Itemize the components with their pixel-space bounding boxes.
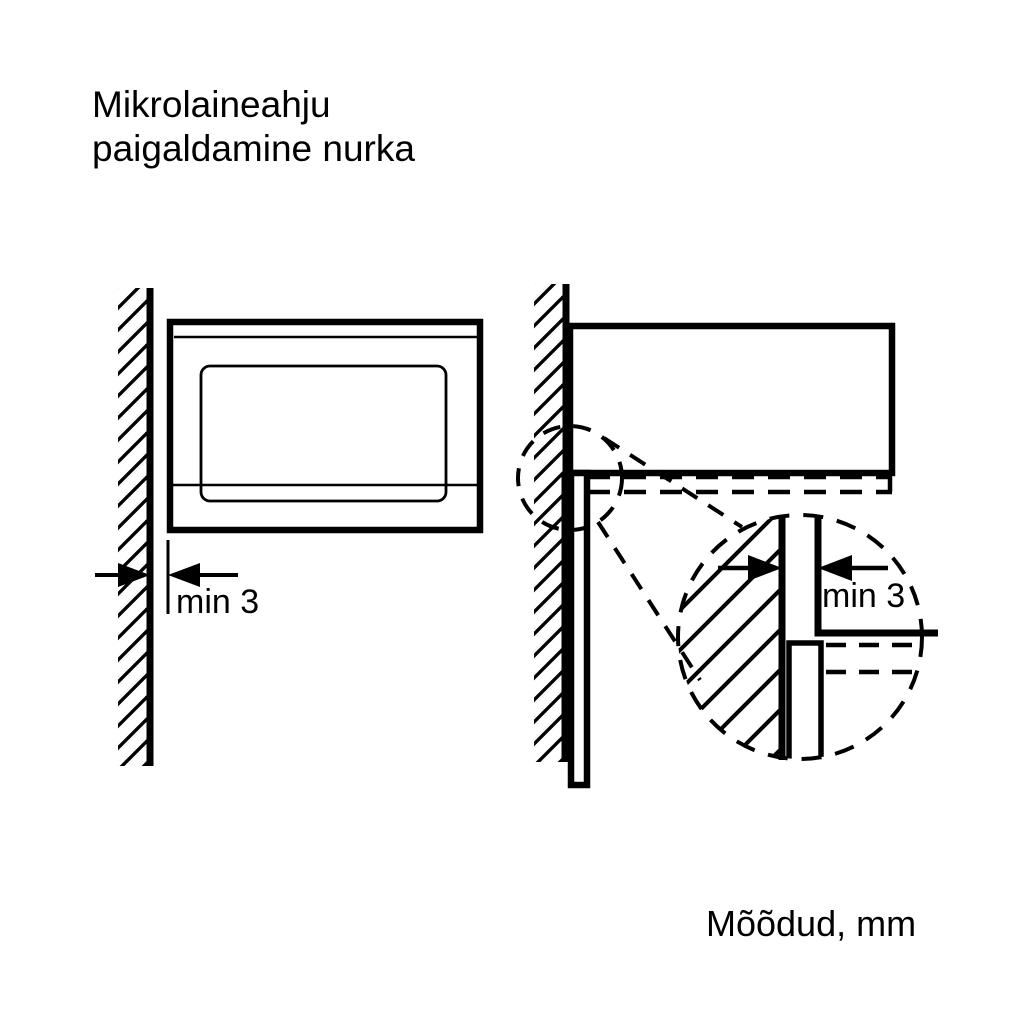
- detail-locator-circle: [516, 424, 624, 532]
- front-dimension-arrows: [95, 563, 238, 587]
- front-view-group: min 3: [95, 288, 484, 766]
- front-door-window: [199, 364, 448, 503]
- detail-leader-lines: [596, 436, 744, 682]
- top-view-group: min 3: [516, 284, 938, 789]
- detail-hidden-edge-lines: [826, 642, 922, 675]
- detail-open-door-panel: [786, 640, 824, 759]
- front-appliance-body: [166, 318, 484, 534]
- title-line-1: Mikrolaineahju: [92, 84, 331, 125]
- magnified-detail-circle-group: min 3: [676, 513, 938, 761]
- top-appliance-body: [566, 322, 896, 477]
- magnified-detail-circle-outline: [676, 513, 924, 761]
- front-dimension-label: min 3: [176, 583, 259, 621]
- detail-appliance-corner: [814, 515, 938, 637]
- top-open-door-panel: [567, 469, 591, 789]
- detail-dimension-label: min 3: [822, 577, 905, 615]
- units-caption: Mõõdud, mm: [706, 903, 916, 944]
- title-block: Mikrolaineahju paigaldamine nurka: [92, 84, 415, 169]
- title-line-2: paigaldamine nurka: [92, 128, 415, 169]
- top-hidden-edge-lines: [588, 474, 893, 495]
- detail-dimension-arrows: [718, 555, 888, 581]
